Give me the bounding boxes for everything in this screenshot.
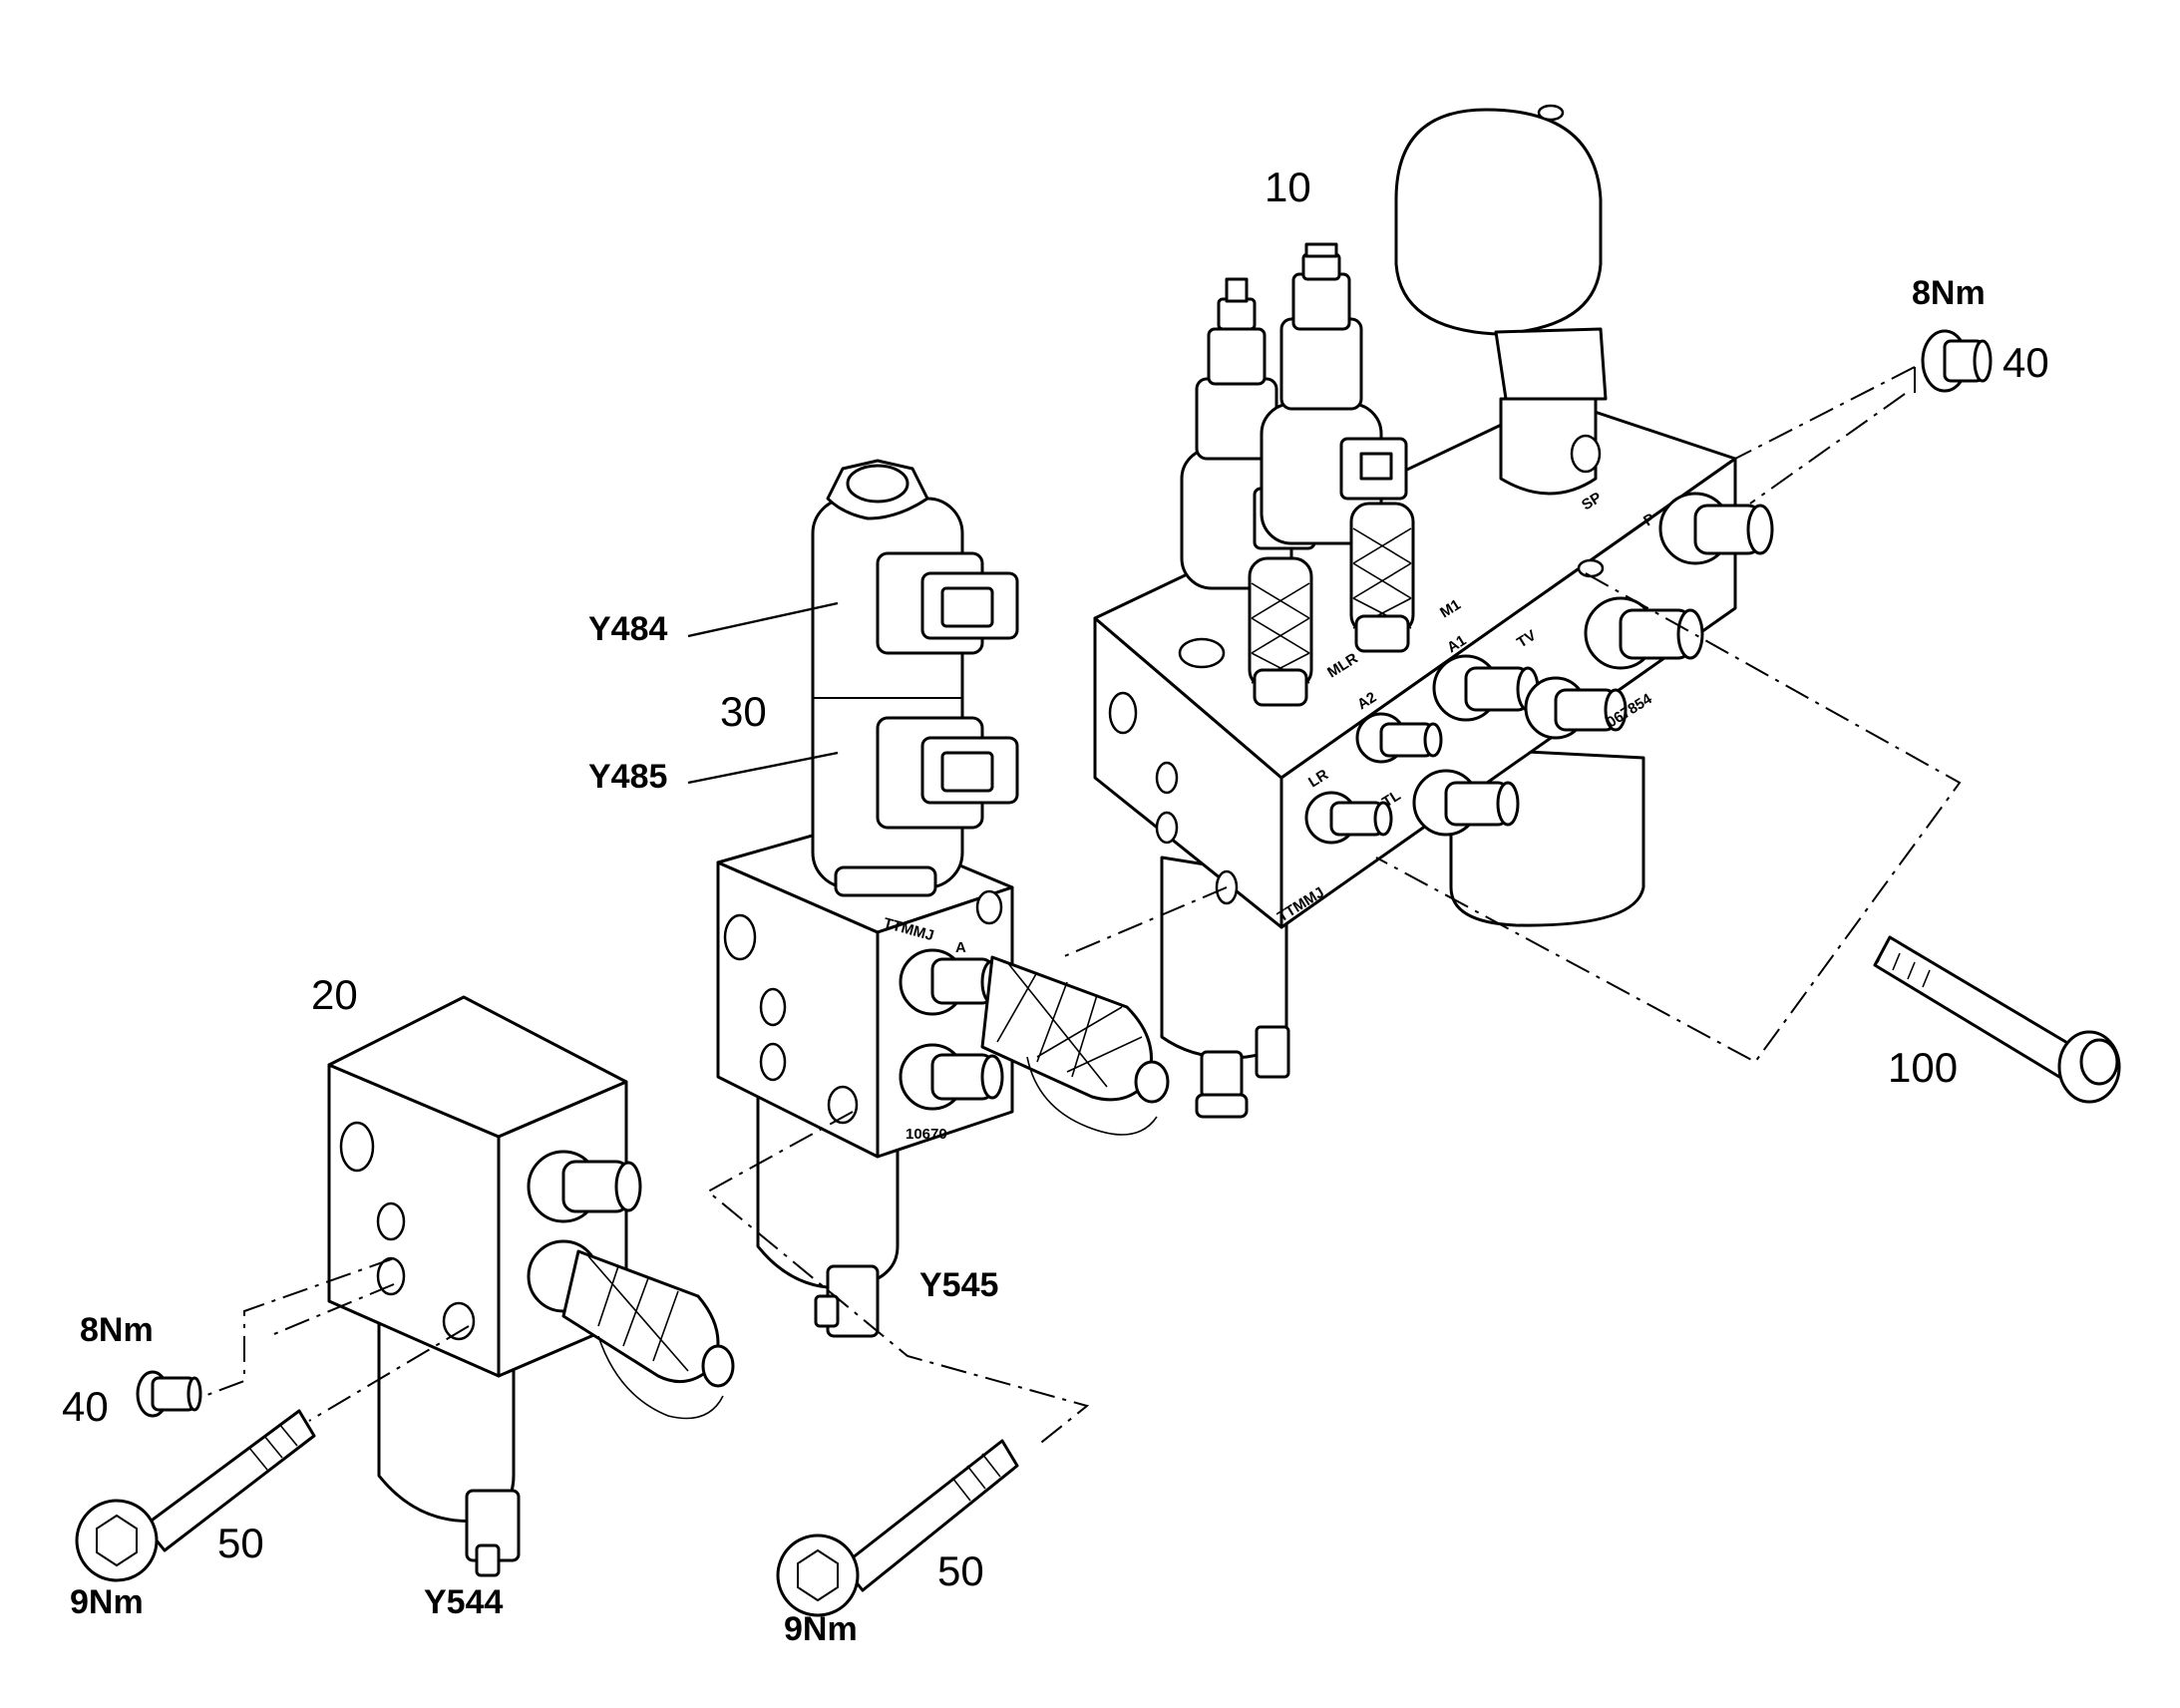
bolt-100 — [1873, 935, 2121, 1104]
block-code-mid: 10670 — [906, 1126, 947, 1143]
fitting-a2 — [1355, 712, 1443, 764]
test-coupling-top-left — [1248, 556, 1313, 707]
part-number-20: 20 — [311, 971, 358, 1018]
fitting-lr — [1304, 791, 1393, 845]
test-coupling-top-right — [1349, 502, 1415, 653]
pressure-valve-right — [1260, 242, 1408, 545]
fitting-p — [1658, 492, 1774, 565]
plug-left — [136, 1370, 202, 1418]
main-valve-block: SP P M1 A1 TV A2 MLR LR TL 067854 TTMMJ — [1093, 104, 1774, 1119]
fitting-tl — [1412, 769, 1520, 837]
port-label-a: A — [955, 939, 966, 956]
solenoid-label-y544: Y544 — [424, 1583, 503, 1621]
part-number-30: 30 — [720, 688, 767, 735]
bolt-50-mid — [776, 1439, 1019, 1617]
middle-valve-block: A 10670 TTMMJ — [716, 459, 1170, 1338]
plug-right — [1921, 329, 1993, 393]
torque-9nm-mid: 9Nm — [784, 1610, 858, 1648]
torque-8nm-right: 8Nm — [1912, 274, 1986, 312]
part-number-50-mid: 50 — [937, 1547, 984, 1594]
part-number-50-left: 50 — [217, 1520, 264, 1566]
fitting-a1 — [1432, 654, 1540, 722]
torque-9nm-left: 9Nm — [70, 1583, 144, 1621]
solenoid-label-y484: Y484 — [588, 610, 667, 648]
part-number-10: 10 — [1265, 164, 1311, 210]
part-number-40-left: 40 — [62, 1383, 109, 1430]
solenoid-label-y545: Y545 — [919, 1266, 998, 1304]
fitting-tv — [1524, 676, 1628, 740]
torque-8nm-left: 8Nm — [80, 1311, 154, 1349]
part-number-40-right: 40 — [2002, 339, 2049, 386]
solenoid-label-y485: Y485 — [588, 758, 667, 796]
bolt-50-left — [75, 1409, 316, 1582]
assembly-lines — [203, 366, 1962, 1447]
part-number-100: 100 — [1888, 1044, 1958, 1091]
